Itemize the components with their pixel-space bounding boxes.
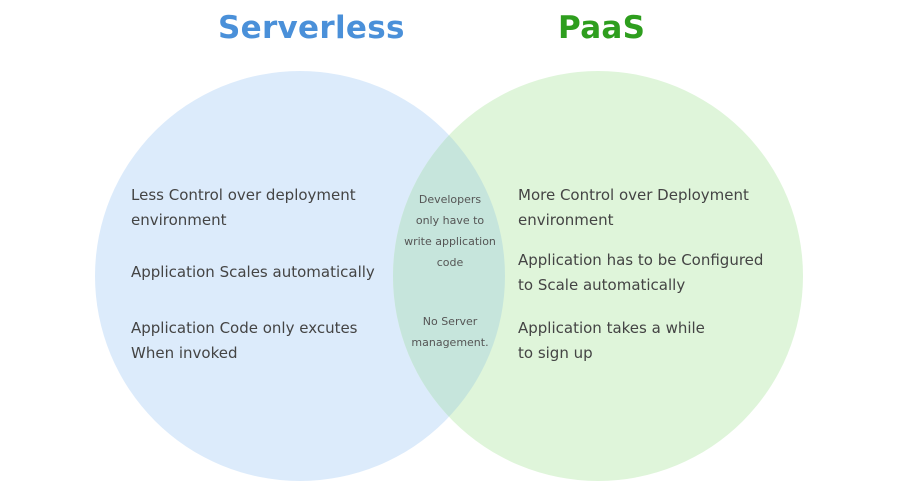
serverless-circle	[95, 71, 505, 481]
paas-title: PaaS	[558, 10, 646, 46]
serverless-item: Application Scales automatically	[131, 263, 375, 281]
paas-circle	[393, 71, 803, 481]
serverless-title: Serverless	[218, 10, 405, 46]
